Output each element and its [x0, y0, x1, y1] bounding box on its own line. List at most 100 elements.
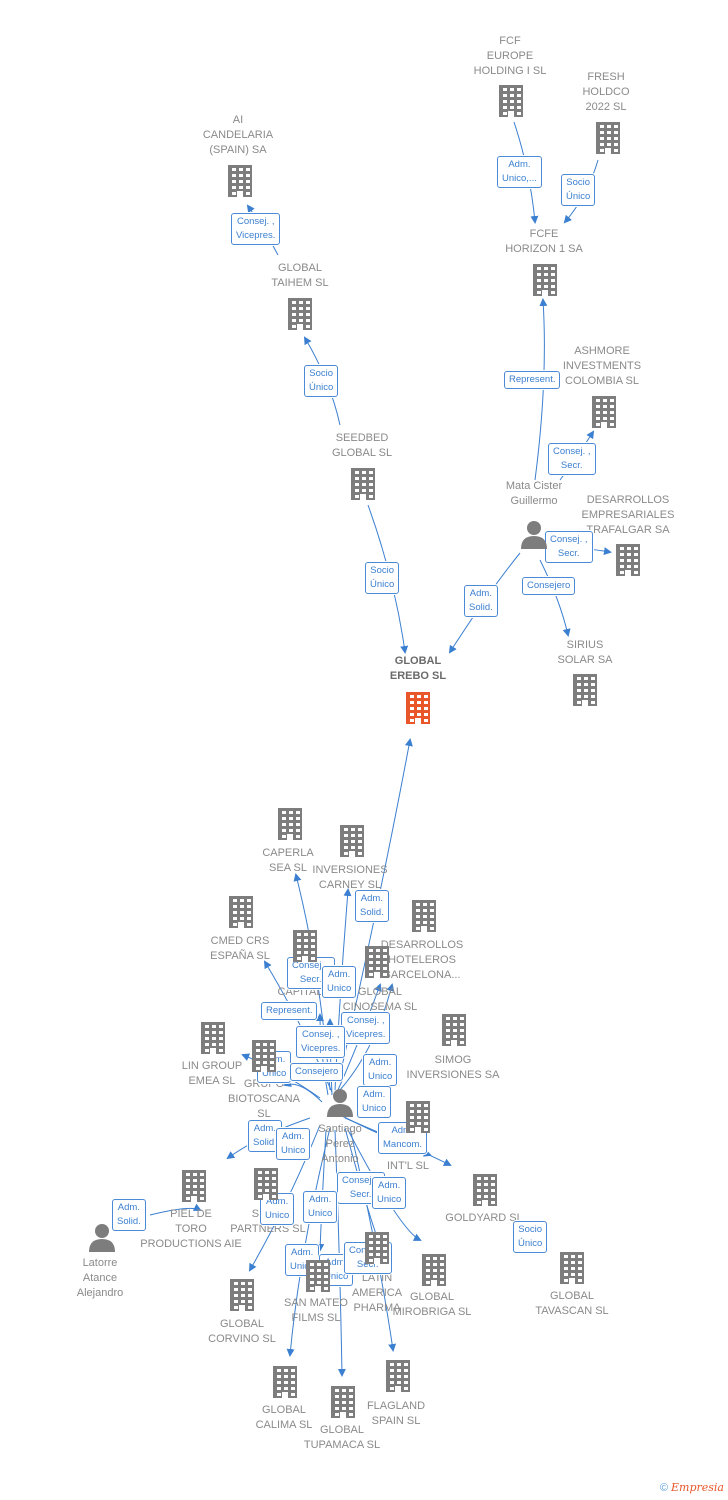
company-label: DESARROLLOS EMPRESARIALES TRAFALGAR SA [581, 494, 675, 536]
company-desarrollos-trafalgar[interactable]: DESARROLLOS EMPRESARIALES TRAFALGAR SA [572, 493, 684, 538]
company-capital[interactable]: CAPITAL [270, 985, 330, 1000]
building-icon [252, 1040, 276, 1072]
company-global-tavascan[interactable]: GLOBAL TAVASCAN SL [522, 1289, 622, 1319]
person-mata-cister[interactable]: Mata Cister Guillermo [484, 479, 584, 509]
company-label: FCFE HORIZON 1 SA [505, 228, 583, 255]
company-label: INVERSIONES CARNEY SL [312, 864, 388, 891]
building-icon [422, 1254, 446, 1286]
building-icon [412, 900, 436, 932]
role-badge[interactable]: Adm. Unico [363, 1054, 398, 1086]
building-icon [331, 1386, 355, 1418]
company-inversiones-carney[interactable]: INVERSIONES CARNEY SL [300, 863, 400, 893]
person-label: Mata Cister Guillermo [505, 480, 563, 507]
company-intl[interactable]: INT'L SL [376, 1159, 440, 1174]
edge [534, 298, 548, 481]
company-seedbed[interactable]: SEEDBED GLOBAL SL [312, 431, 412, 461]
company-label: FRESH HOLDCO 2022 SL [582, 71, 630, 113]
company-lin-group[interactable]: LIN GROUP EMEA SL [164, 1059, 260, 1089]
role-badge[interactable]: Represent. [504, 371, 561, 389]
company-label: GLOBAL TAVASCAN SL [535, 1290, 609, 1317]
building-icon [573, 674, 597, 706]
building-icon [306, 1260, 330, 1292]
role-badge[interactable]: Consej. , Vicepres. [231, 213, 281, 245]
company-fcf-europe[interactable]: FCF EUROPE HOLDING I SL [460, 34, 560, 79]
role-badge[interactable]: Socio Único [304, 365, 339, 397]
person-icon [327, 1089, 353, 1117]
role-badge[interactable]: Adm. Unico [303, 1191, 338, 1223]
role-badge[interactable]: Adm. Solid. [464, 585, 498, 617]
building-icon [201, 1022, 225, 1054]
company-label: GLOBAL CORVINO SL [208, 1318, 276, 1345]
person-santiago[interactable]: Santiago Perez Antonio [300, 1122, 380, 1167]
company-global-tupamaca[interactable]: GLOBAL TUPAMACA SL [290, 1423, 394, 1453]
company-simog[interactable]: SIMOG INVERSIONES SA [400, 1053, 506, 1083]
company-label: LATIN AMERICA PHARMA [351, 1272, 403, 1314]
company-grupo-biotoscana[interactable]: GRUPO BIOTOSCANA SL [220, 1077, 308, 1122]
building-icon [228, 165, 252, 197]
role-badge[interactable]: Socio Único [561, 174, 596, 206]
company-global-cinosema[interactable]: GLOBAL CINOSEMA SL [330, 985, 430, 1015]
role-badge[interactable]: Consej. , Vicepres. [296, 1026, 346, 1058]
company-label: SEEDBED GLOBAL SL [331, 432, 393, 459]
role-badge[interactable]: Consej. , Secr. [545, 531, 593, 563]
building-icon [293, 930, 317, 962]
role-badge[interactable]: Consej. , Vicepres. [341, 1012, 391, 1044]
company-latin-america[interactable]: LATIN AMERICA PHARMA [340, 1271, 414, 1316]
role-badge[interactable]: Adm. Unico [322, 966, 357, 998]
person-icon [89, 1224, 115, 1252]
company-global-taihem[interactable]: GLOBAL TAIHEM SL [250, 261, 350, 291]
role-badge[interactable]: Consejero [522, 577, 576, 595]
company-label: GLOBAL MIROBRIGA SL [392, 1291, 472, 1318]
company-flagland[interactable]: FLAGLAND SPAIN SL [348, 1399, 444, 1429]
edge [149, 1203, 202, 1216]
company-global-calima[interactable]: GLOBAL CALIMA SL [236, 1403, 332, 1433]
company-caperla[interactable]: CAPERLA SEA SL [240, 846, 336, 876]
building-icon [340, 825, 364, 857]
building-icon [288, 298, 312, 330]
role-badge[interactable]: Adm. Solid. [112, 1199, 146, 1231]
building-icon [473, 1174, 497, 1206]
company-fcfe-horizon[interactable]: FCFE HORIZON 1 SA [494, 227, 594, 257]
role-badge[interactable]: Adm. Unico [276, 1128, 311, 1160]
company-san-mateo[interactable]: SAN MATEO FILMS SL [268, 1296, 364, 1326]
company-label: LIN GROUP EMEA SL [181, 1060, 243, 1087]
building-icon [406, 692, 430, 724]
brand-logo-text: mpresia [679, 1481, 724, 1494]
role-badge[interactable]: Consejero [290, 1063, 344, 1081]
company-label: FLAGLAND SPAIN SL [366, 1400, 426, 1427]
role-badge[interactable]: Adm. Solid. [355, 890, 389, 922]
company-label: GLOBAL CALIMA SL [255, 1404, 313, 1431]
building-icon [254, 1168, 278, 1200]
person-icon [521, 521, 547, 549]
role-badge[interactable]: Socio Único [513, 1221, 548, 1253]
company-global-erebo[interactable]: GLOBAL EREBO SL [368, 654, 468, 684]
company-global-mirobriga[interactable]: GLOBAL MIROBRIGA SL [384, 1290, 480, 1320]
company-label: CAPERLA SEA SL [262, 847, 314, 874]
building-icon [230, 1279, 254, 1311]
company-label: INT'L SL [386, 1160, 430, 1172]
role-badge[interactable]: Adm. Unico,... [497, 156, 542, 188]
role-badge[interactable]: Adm. Unico [372, 1177, 407, 1209]
company-global-corvino[interactable]: GLOBAL CORVINO SL [192, 1317, 292, 1347]
copyright-symbol: © [659, 1482, 668, 1494]
company-ashmore[interactable]: ASHMORE INVESTMENTS COLOMBIA SL [552, 344, 652, 389]
building-icon [499, 85, 523, 117]
edge [283, 1079, 323, 1103]
company-label: PIEL DE TORO PRODUCTIONS AIE [140, 1208, 242, 1250]
person-label: Santiago Perez Antonio [318, 1123, 362, 1165]
role-badge[interactable]: Represent. [261, 1002, 318, 1020]
company-ai-candelaria[interactable]: AI CANDELARIA (SPAIN) SA [188, 113, 288, 158]
footer-brand: © Empresia [660, 1481, 724, 1494]
brand-logo-letter: E [671, 1481, 680, 1494]
company-label: SIRIUS SOLAR SA [557, 639, 613, 666]
role-badge[interactable]: Adm. Unico [357, 1086, 392, 1118]
person-latorre[interactable]: Latorre Atance Alejandro [54, 1256, 146, 1301]
company-piel-de-toro[interactable]: PIEL DE TORO PRODUCTIONS AIE [130, 1207, 252, 1252]
company-sirius[interactable]: SIRIUS SOLAR SA [535, 638, 635, 668]
person-label: Latorre Atance Alejandro [76, 1257, 124, 1299]
company-desarrollos-barcelona[interactable]: DESARROLLOS HOTELEROS BARCELONA... [372, 938, 472, 983]
role-badge[interactable]: Consej. , Secr. [548, 443, 596, 475]
role-badge[interactable]: Socio Único [365, 562, 400, 594]
company-cmed[interactable]: CMED CRS ESPAÑA SL [190, 934, 290, 964]
company-fresh-holdco[interactable]: FRESH HOLDCO 2022 SL [566, 70, 646, 115]
